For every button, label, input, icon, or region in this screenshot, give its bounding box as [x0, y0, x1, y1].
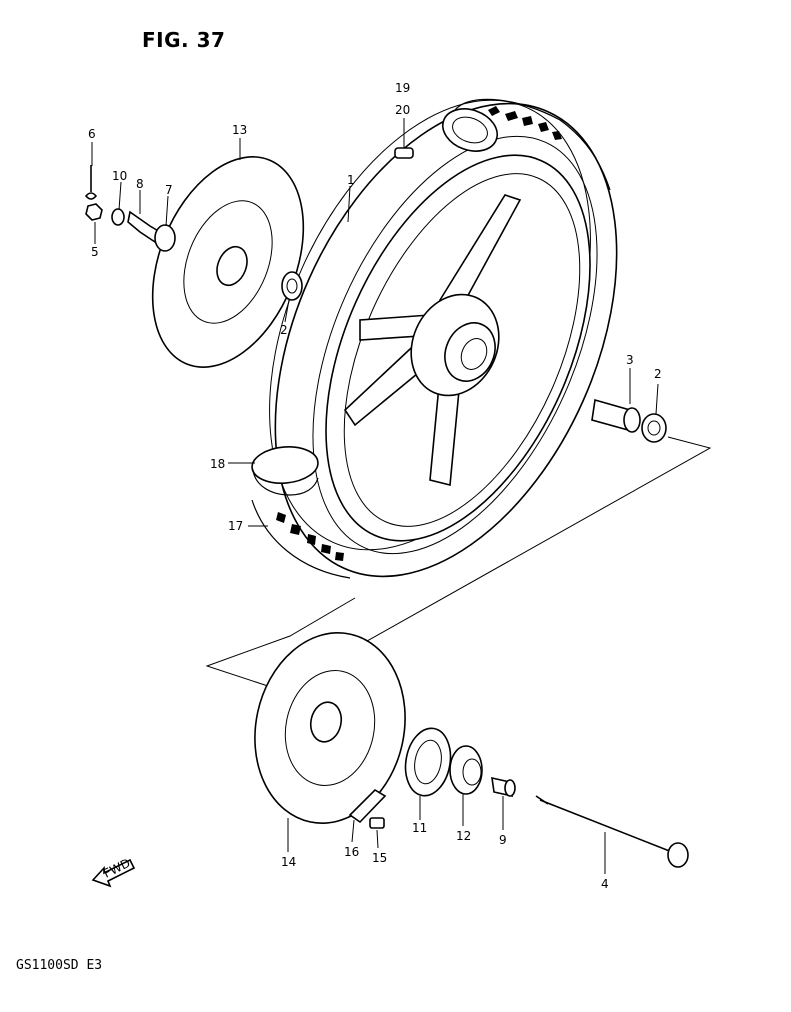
- disc-bolt: [369, 817, 385, 829]
- axle-nut-group: [84, 165, 176, 252]
- callout-9: 9: [499, 833, 507, 847]
- callout-15: 15: [372, 851, 387, 865]
- front-axle: [535, 795, 689, 868]
- upper-brake-disc: [151, 156, 305, 368]
- callout-1: 1: [347, 173, 355, 187]
- callout-16: 16: [344, 845, 359, 859]
- callout-12: 12: [456, 829, 471, 843]
- callout-7: 7: [165, 183, 173, 197]
- callout-18: 18: [210, 457, 225, 471]
- callout-10: 10: [112, 169, 127, 183]
- tread-top: [454, 98, 611, 191]
- callout-19: 19: [395, 81, 410, 95]
- cast-wheel: [325, 154, 591, 542]
- lower-brake-disc: [254, 632, 406, 824]
- guide-lines: [205, 436, 712, 691]
- callout-17: 17: [228, 519, 243, 533]
- callout-labels: 19 20 6 13 10 8 7 5 1 2 3 2 18 17 11 12 …: [88, 81, 662, 891]
- collar: [491, 776, 516, 798]
- fwd-arrow-icon: FWD: [91, 856, 136, 888]
- valve-cap: [394, 126, 414, 159]
- callout-13: 13: [232, 123, 247, 137]
- lock-plate: [348, 788, 387, 824]
- bearing-left: [281, 271, 303, 301]
- callout-3: 3: [626, 353, 634, 367]
- callout-2-left: 2: [280, 323, 288, 337]
- callout-2-right: 2: [654, 367, 662, 381]
- callout-4: 4: [601, 877, 609, 891]
- tube-bottom: [251, 446, 319, 496]
- spacer-right: [591, 398, 641, 433]
- tread-bottom: [251, 499, 351, 579]
- model-code: GS1100SD E3: [16, 958, 103, 973]
- callout-11: 11: [412, 821, 427, 835]
- callout-6: 6: [88, 127, 96, 141]
- wheel-hub: [410, 293, 500, 397]
- callout-20: 20: [395, 103, 410, 117]
- retainer: [449, 745, 483, 795]
- bearing-right: [641, 413, 667, 443]
- figure-title: FIG. 37: [142, 28, 226, 52]
- callout-14: 14: [281, 855, 296, 869]
- callout-8: 8: [136, 177, 144, 191]
- dust-seal: [404, 727, 452, 797]
- leader-lines: [91, 118, 659, 874]
- tube-top: [442, 108, 498, 152]
- callout-5: 5: [91, 245, 99, 259]
